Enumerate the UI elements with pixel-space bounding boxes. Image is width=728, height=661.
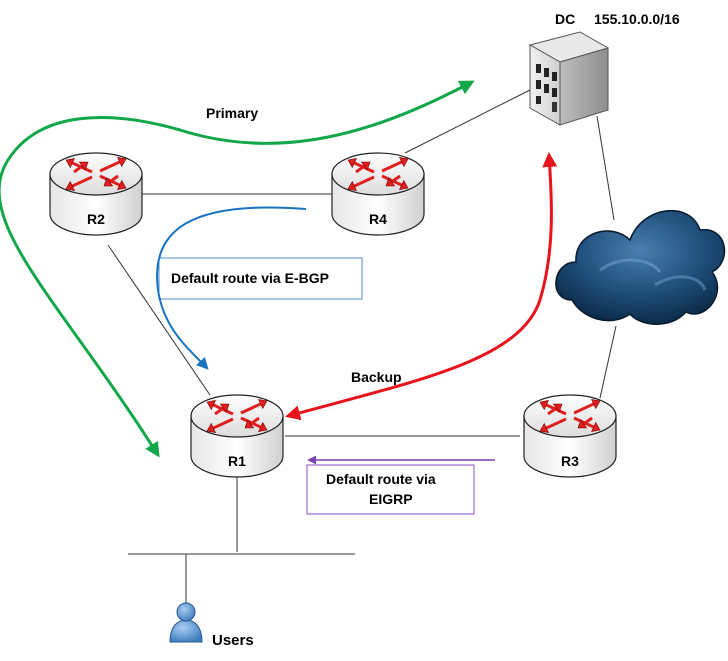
- link-dc-cloud: [596, 115, 615, 221]
- link-r4-dc: [404, 89, 531, 154]
- router-r3[interactable]: R3: [523, 394, 617, 478]
- eigrp-annotation-box: [306, 464, 475, 515]
- link-cloud-r3: [599, 325, 617, 399]
- router-icon: [49, 152, 143, 236]
- users-label: Users: [212, 632, 254, 649]
- router-r2[interactable]: R2: [49, 152, 143, 236]
- eigrp-annotation-line2: EIGRP: [369, 491, 413, 507]
- cloud-icon: [555, 209, 726, 325]
- router-r3-label: R3: [561, 453, 579, 469]
- backup-label: Backup: [351, 369, 402, 385]
- router-icon: [523, 394, 617, 478]
- primary-path-arrow: [0, 80, 475, 458]
- eigrp-annotation-line1: Default route via: [326, 471, 436, 487]
- router-icon: [331, 152, 425, 236]
- router-r4[interactable]: R4: [331, 152, 425, 236]
- primary-label: Primary: [206, 105, 258, 121]
- router-r1-label: R1: [228, 453, 246, 469]
- dc-prefix: 155.10.0.0/16: [594, 11, 680, 27]
- dc-label: DC: [555, 11, 575, 27]
- building-icon: [528, 31, 610, 126]
- backup-path-arrow: [285, 152, 558, 421]
- users-node[interactable]: Users: [169, 602, 254, 649]
- datacenter[interactable]: DC 155.10.0.0/16: [528, 11, 680, 126]
- router-r1[interactable]: R1: [190, 394, 284, 478]
- ebgp-annotation-text: Default route via E-BGP: [171, 270, 329, 286]
- ebgp-default-route-arrow: [156, 206, 307, 370]
- router-icon: [190, 394, 284, 478]
- router-r2-label: R2: [87, 211, 105, 227]
- router-r4-label: R4: [369, 211, 387, 227]
- user-icon: [169, 602, 203, 643]
